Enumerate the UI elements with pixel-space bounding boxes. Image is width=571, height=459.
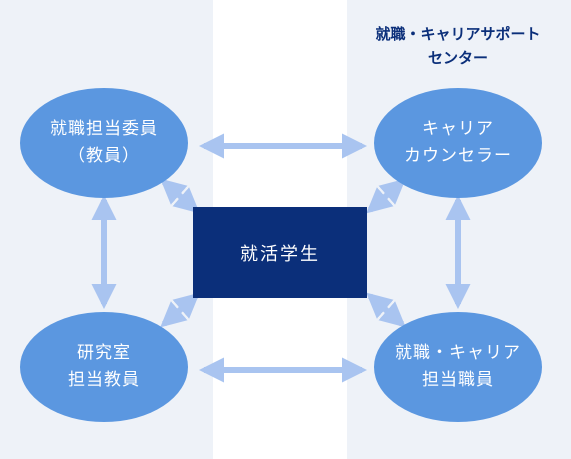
- node-faculty-committee-line2: （教員）: [68, 146, 140, 166]
- arrow-diagonal-bottom-right: [366, 292, 406, 328]
- arrow-diagonal-top-left: [160, 178, 200, 214]
- node-career-staff-line2: 担当職員: [422, 370, 494, 390]
- node-faculty-committee-line1: 就職担当委員: [50, 119, 158, 139]
- support-center-heading-line2: センター: [427, 49, 488, 67]
- node-career-counselor-line2: カウンセラー: [404, 146, 512, 166]
- node-faculty-committee: 就職担当委員 （教員）: [20, 88, 188, 198]
- node-career-counselor: キャリア カウンセラー: [374, 88, 542, 198]
- arrow-diagonal-top-right: [366, 178, 406, 214]
- support-center-heading: 就職・キャリアサポート センター: [352, 22, 564, 70]
- node-lab-advisor-line1: 研究室: [77, 343, 131, 363]
- node-student: 就活学生: [193, 207, 367, 298]
- node-lab-advisor: 研究室 担当教員: [20, 312, 188, 422]
- node-career-staff-line1: 就職・キャリア: [395, 343, 521, 363]
- node-student-label: 就活学生: [240, 243, 320, 265]
- support-center-heading-line1: 就職・キャリアサポート: [375, 25, 541, 43]
- node-lab-advisor-line2: 担当教員: [68, 370, 140, 390]
- arrow-diagonal-bottom-left: [160, 292, 200, 328]
- node-career-counselor-line1: キャリア: [422, 119, 494, 139]
- node-career-staff: 就職・キャリア 担当職員: [374, 312, 542, 422]
